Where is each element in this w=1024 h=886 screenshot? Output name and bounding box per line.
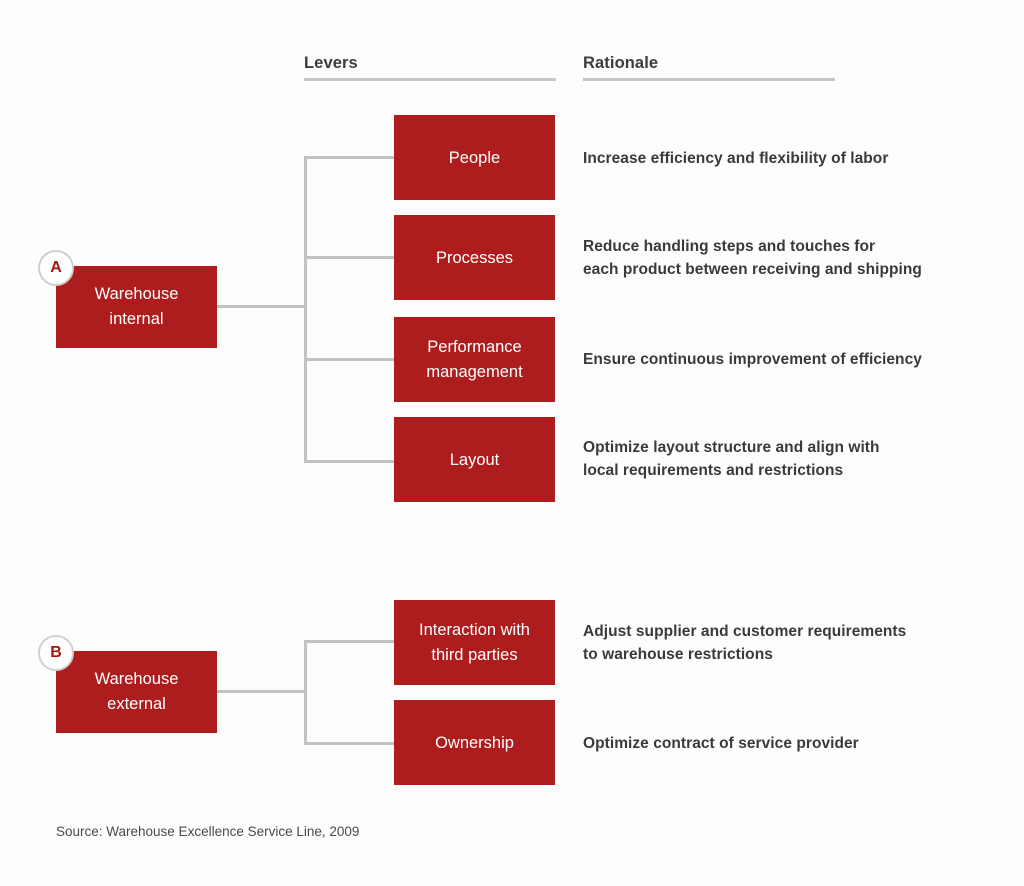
group-badge-b: B (38, 635, 74, 671)
lever-box-label: Processes (435, 249, 514, 267)
column-header-rationale: Rationale (583, 54, 659, 72)
lever-box-layout[interactable]: Layout (394, 417, 555, 502)
lever-box-label: People (448, 149, 501, 167)
connector-root-a-stem (217, 305, 307, 308)
column-rule-rationale (583, 78, 835, 81)
connector-branch-a-2 (304, 256, 394, 259)
connector-branch-a-4 (304, 460, 394, 463)
connector-branch-b-2 (304, 742, 394, 745)
rationale-interaction-with-third-parties: Adjust supplier and customer requirement… (583, 623, 907, 663)
rationale-ownership: Optimize contract of service provider (583, 735, 859, 752)
connector-root-b-stem (217, 690, 307, 693)
root-box-label: Warehouse external (94, 670, 179, 713)
rationale-processes: Reduce handling steps and touches for ea… (583, 238, 922, 278)
lever-box-people[interactable]: People (394, 115, 555, 200)
connector-branch-a-3 (304, 358, 394, 361)
connector-branch-b-1 (304, 640, 394, 643)
connector-trunk-a (304, 156, 307, 463)
column-rule-levers (304, 78, 556, 81)
lever-box-label: Performance management (426, 338, 523, 381)
lever-box-performance-management[interactable]: Performance management (394, 317, 555, 402)
lever-box-processes[interactable]: Processes (394, 215, 555, 300)
rationale-layout: Optimize layout structure and align with… (583, 439, 880, 479)
lever-box-ownership[interactable]: Ownership (394, 700, 555, 785)
connector-trunk-b (304, 640, 307, 745)
column-header-levers: Levers (304, 54, 358, 72)
connector-branch-a-1 (304, 156, 394, 159)
root-box-label: Warehouse internal (94, 285, 179, 328)
lever-box-label: Interaction with third parties (419, 621, 530, 664)
root-box-warehouse-internal[interactable]: Warehouse internal (56, 266, 217, 348)
rationale-performance-management: Ensure continuous improvement of efficie… (583, 351, 922, 368)
source-note: Source: Warehouse Excellence Service Lin… (56, 824, 360, 839)
root-box-warehouse-external[interactable]: Warehouse external (56, 651, 217, 733)
lever-box-label: Ownership (435, 734, 514, 752)
lever-box-label: Layout (449, 451, 500, 469)
rationale-people: Increase efficiency and flexibility of l… (583, 150, 889, 167)
lever-box-interaction-with-third-parties[interactable]: Interaction with third parties (394, 600, 555, 685)
group-badge-a: A (38, 250, 74, 286)
